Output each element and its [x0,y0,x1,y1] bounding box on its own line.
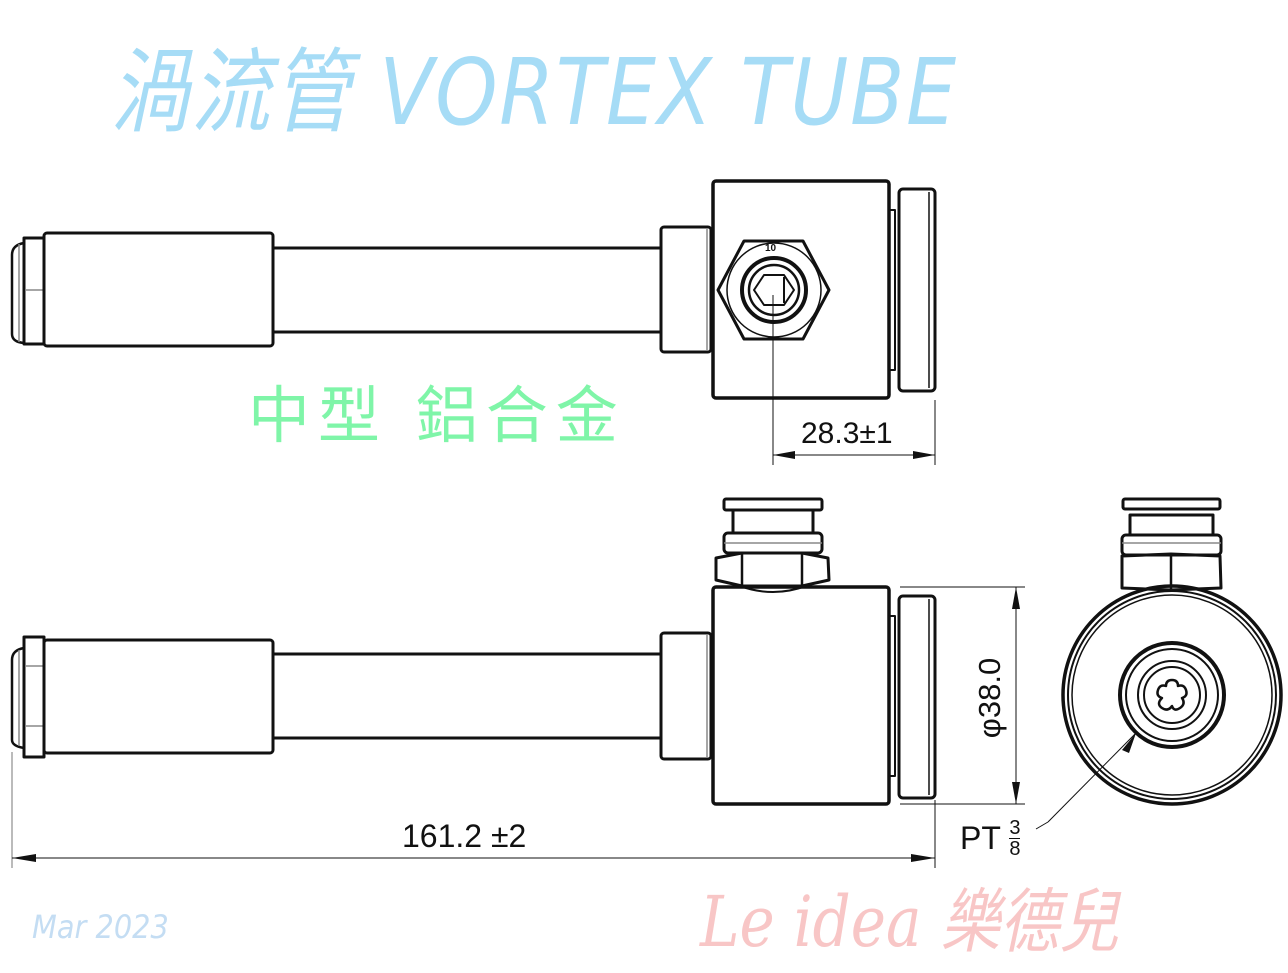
front-fitting-hex [714,551,831,588]
drawing-title: 渦流管 VORTEX TUBE [110,39,958,146]
dimension-diameter: φ38.0 [972,657,1007,739]
brand-logo-text: Le idea 樂德兒 [700,881,1119,963]
end-view [1035,497,1283,830]
model-subtitle: 中型 鋁合金 [248,379,626,452]
top-collar [659,225,713,354]
top-inlet-hex [716,239,831,341]
end-body-outer [1061,584,1283,806]
thread-numerator: 3 [1009,817,1021,839]
thread-fraction: 3 8 [1009,817,1021,860]
drawing-date: Mar 2023 [32,908,169,946]
front-view [10,497,1025,868]
top-valve-body [42,231,275,348]
front-generator-body [711,585,891,806]
torx-socket [1156,678,1188,711]
thread-spec: PT 3 8 [960,817,1021,866]
nut-mark: 10 [765,243,777,254]
dimension-inlet-offset: 28.3±1 [801,417,893,450]
top-hot-end-nut [22,236,46,346]
front-fitting-cap [722,497,824,512]
top-view [10,179,937,465]
dimension-overall-length: 161.2 ±2 [402,818,527,854]
thread-denominator: 8 [1009,838,1021,860]
front-cold-end-cap [897,594,937,800]
front-collar [659,631,713,761]
top-cold-end-cap [897,187,937,393]
top-generator-body [711,179,891,400]
front-hot-end-cap [10,646,26,750]
top-hot-end-cap [10,241,26,345]
thread-label: PT [960,820,1001,856]
front-hot-end-nut [22,635,46,759]
front-valve-body [42,638,275,755]
